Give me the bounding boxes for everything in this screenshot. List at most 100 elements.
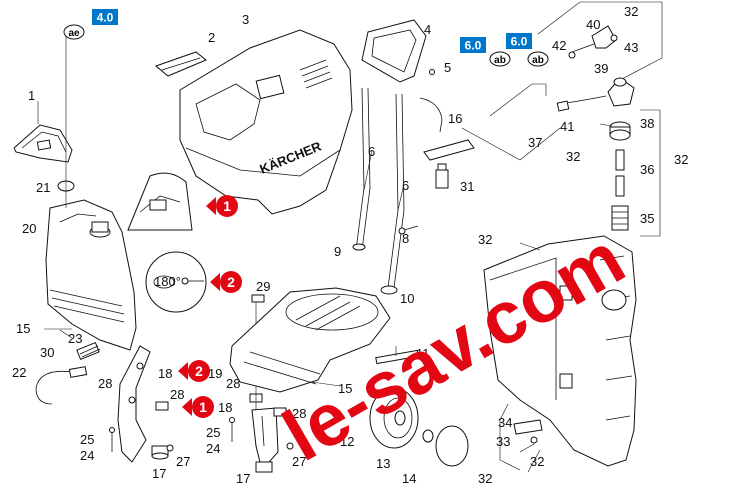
part-number: 10 — [400, 291, 414, 306]
part-labels: 1 2 3 4 5 6 6 8 9 10 11 12 13 14 15 15 1… — [12, 4, 688, 486]
part-number: 28 — [170, 387, 184, 402]
part-number: 9 — [334, 244, 341, 259]
grommet-part-10 — [380, 285, 398, 295]
badge-value: 6.0 — [511, 35, 528, 49]
part-number: 3 — [242, 12, 249, 27]
part-number: 20 — [22, 221, 36, 236]
part-number: 32 — [674, 152, 688, 167]
badge-value: 4.0 — [97, 11, 114, 25]
part-number: 23 — [68, 331, 82, 346]
rubber-foot-part-28 — [155, 401, 169, 411]
leader-lines — [44, 123, 613, 453]
part-number: 1 — [28, 88, 35, 103]
part-number: 19 — [208, 366, 222, 381]
push-handle-part-4 — [361, 19, 427, 83]
oring-part-43 — [568, 51, 576, 59]
rubber-foot-part-28 — [273, 407, 287, 417]
part-number: 27 — [176, 454, 190, 469]
part-number: 32 — [530, 454, 544, 469]
part-number: 31 — [460, 179, 474, 194]
screw-part-5 — [429, 69, 435, 75]
side-housing-part-32 — [483, 235, 637, 467]
callout-step: 2 — [227, 274, 235, 290]
hood-part-3: KÄRCHER — [179, 29, 353, 215]
hose-part-16 — [419, 97, 443, 133]
part-number: 32 — [624, 4, 638, 19]
rotation-detail: 180° — [145, 251, 207, 313]
nut-part-27 — [286, 442, 294, 450]
callout-0: 1 — [206, 195, 238, 217]
badge-symbol: ab — [532, 55, 544, 66]
part-number: 32 — [566, 149, 580, 164]
part-number: 11 — [416, 346, 430, 361]
callout-step: 1 — [199, 399, 207, 415]
part-number: 25 — [80, 432, 94, 447]
part-number: 17 — [152, 466, 166, 481]
wheel-part-12 — [369, 387, 419, 449]
pressure-switch-part-31 — [435, 163, 449, 189]
part-number: 34 — [498, 415, 512, 430]
part-number: 41 — [560, 119, 574, 134]
grommet-part-9 — [352, 243, 366, 251]
part-number: 5 — [444, 60, 451, 75]
screw-part-8 — [398, 225, 419, 235]
part-number: 36 — [640, 162, 654, 177]
washer-part-13 — [422, 429, 434, 443]
part-number: 37 — [528, 135, 542, 150]
badge-symbol: ae — [68, 28, 80, 39]
washer-part-33 — [530, 436, 538, 444]
group-bracket-32 — [461, 83, 561, 161]
part-number: 40 — [586, 17, 600, 32]
part-number: 27 — [292, 454, 306, 469]
callout-1: 2 — [210, 271, 242, 293]
part-number: 6 — [368, 144, 375, 159]
support-bracket-left — [117, 345, 151, 463]
part-number: 33 — [496, 434, 510, 449]
part-number: 16 — [448, 111, 462, 126]
detail-zoom-bubble — [127, 172, 193, 231]
part-number: 4 — [424, 22, 431, 37]
part-number: 21 — [36, 180, 50, 195]
part-number: 25 — [206, 425, 220, 440]
clip-part-35 — [513, 419, 543, 435]
group-bracket-32 — [537, 1, 663, 81]
cap-part-39 — [609, 121, 631, 141]
valve-part-40 — [607, 77, 635, 107]
badge-box — [92, 9, 118, 25]
group-bracket-32 — [640, 109, 661, 237]
part-number: 28 — [98, 376, 112, 391]
part-number: 24 — [206, 441, 220, 456]
part-number: 14 — [402, 471, 416, 486]
water-tank-part-20 — [45, 199, 137, 351]
support-bracket-center — [251, 407, 279, 472]
rotation-label: 180° — [154, 274, 181, 289]
chassis-frame — [229, 287, 391, 393]
part-number: 30 — [40, 345, 54, 360]
tube-part-6 — [387, 93, 399, 289]
nut-part-29 — [251, 294, 265, 303]
handle-part-2 — [155, 51, 207, 77]
part-number: 17 — [236, 471, 250, 486]
part-number: 18 — [218, 400, 232, 415]
part-number: 28 — [226, 376, 240, 391]
part-number: 22 — [12, 365, 26, 380]
pipe-connector-part-7 — [423, 139, 475, 161]
tool-badge-2: 6.0 ab — [506, 33, 549, 67]
part-number: 39 — [594, 61, 608, 76]
part-number: 15 — [16, 321, 30, 336]
part-number: 18 — [158, 366, 172, 381]
foot-part-17 — [255, 461, 273, 473]
part-number: 24 — [80, 448, 94, 463]
axle-part-11 — [375, 346, 419, 365]
callout-2: 2 — [178, 360, 210, 382]
callout-3: 1 — [182, 396, 214, 418]
part-number: 13 — [376, 456, 390, 471]
part-number: 12 — [340, 434, 354, 449]
callout-step: 1 — [223, 198, 231, 214]
valve-insert-part-36 — [611, 205, 629, 231]
cover-part-1 — [13, 124, 73, 163]
tool-badge-1: 6.0 ab — [460, 37, 511, 67]
part-number: 6 — [402, 178, 409, 193]
part-number: 32 — [478, 232, 492, 247]
